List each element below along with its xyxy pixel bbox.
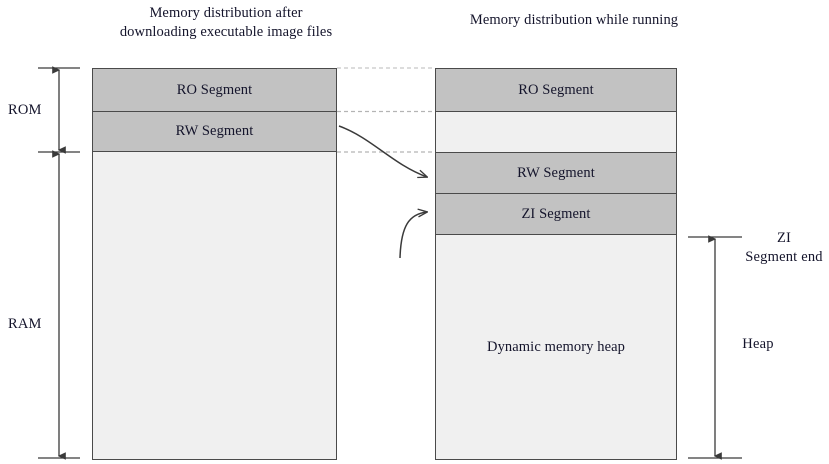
zi-segment-end-label: ZI Segment end xyxy=(740,229,828,267)
left-rw-segment: RW Segment xyxy=(92,111,337,152)
right-heap-area: Dynamic memory heap xyxy=(435,234,677,460)
right-zi-segment: ZI Segment xyxy=(435,193,677,235)
right-ro-segment-label: RO Segment xyxy=(518,81,594,98)
zi-creation-arrow xyxy=(399,212,427,259)
rom-bracket-label: ROM xyxy=(8,102,42,118)
right-gap-area xyxy=(435,111,677,153)
right-zi-segment-label: ZI Segment xyxy=(521,205,591,222)
left-panel-title: Memory distribution after downloading ex… xyxy=(119,5,333,40)
right-panel-title: Memory distribution while running xyxy=(469,12,679,28)
heap-bracket-label: Heap xyxy=(742,336,774,352)
left-ro-segment: RO Segment xyxy=(92,68,337,112)
left-free-area xyxy=(92,151,337,460)
left-ro-segment-label: RO Segment xyxy=(176,81,253,98)
zi-segment-end-line1: ZI xyxy=(776,230,792,246)
ram-bracket-label: RAM xyxy=(8,316,42,332)
rw-relocation-arrow xyxy=(338,125,427,177)
right-rw-segment-label: RW Segment xyxy=(517,164,595,181)
right-heap-area-label: Dynamic memory heap xyxy=(487,338,625,355)
zi-segment-end-line2: Segment end xyxy=(745,249,823,265)
right-rw-segment: RW Segment xyxy=(435,152,677,194)
right-ro-segment: RO Segment xyxy=(435,68,677,112)
left-rw-segment-label: RW Segment xyxy=(175,123,254,139)
